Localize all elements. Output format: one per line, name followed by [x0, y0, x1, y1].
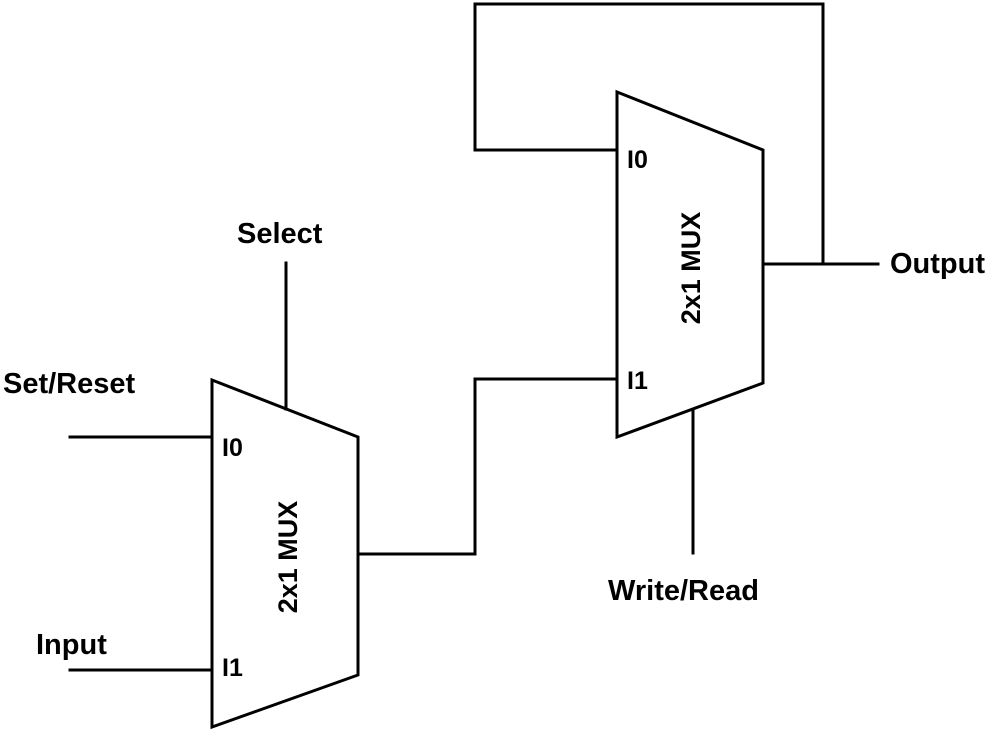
mux-1-port-i0-label: I0 [222, 434, 243, 462]
mux-2: I0 I1 2x1 MUX [615, 89, 765, 440]
mux1-to-mux2-wire [356, 377, 619, 556]
output-label: Output [890, 248, 985, 280]
set-reset-label: Set/Reset [3, 368, 136, 400]
input-label: Input [36, 629, 107, 661]
mux-1-body [210, 377, 360, 730]
mux-2-port-i1-label: I1 [627, 367, 648, 395]
write-read-label: Write/Read [608, 575, 759, 607]
select-label: Select [237, 218, 323, 250]
mux-2-port-i0-label: I0 [627, 146, 648, 174]
mux-2-name-label: 2x1 MUX [676, 212, 706, 325]
mux-1-port-i1-label: I1 [222, 654, 243, 682]
feedback-wire [473, 2, 825, 266]
mux-1: I0 I1 2x1 MUX [210, 377, 360, 730]
mux-1-name-label: 2x1 MUX [273, 501, 303, 614]
mux-2-body [615, 89, 765, 440]
